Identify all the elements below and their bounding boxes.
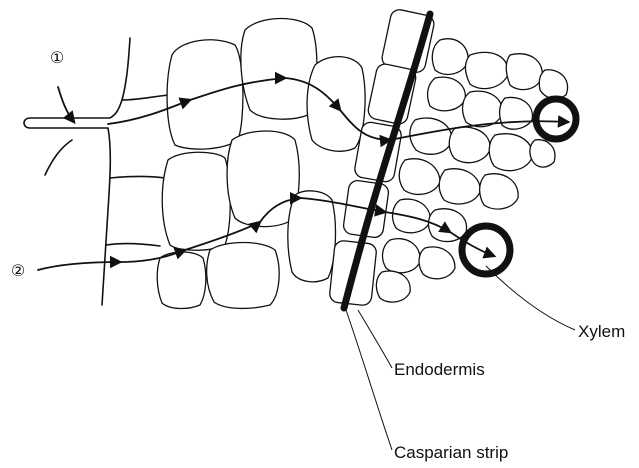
path-one-label: ① xyxy=(50,48,64,67)
xylem-vessel-upper xyxy=(536,99,576,139)
path-one-marker: ① xyxy=(50,48,64,67)
path-two-marker: ② xyxy=(11,261,25,280)
casparian-strip-label: Casparian strip xyxy=(394,443,508,462)
xylem-leader-line xyxy=(486,266,575,330)
casparian-strip-leader-line xyxy=(346,310,392,450)
xylem-vessel-lower xyxy=(462,226,510,274)
path-two-label: ② xyxy=(11,261,25,280)
path-one-entry-arrow xyxy=(58,87,74,122)
epidermis-cells xyxy=(24,38,170,305)
endodermis-leader-line xyxy=(358,310,392,368)
endodermis-label: Endodermis xyxy=(394,360,485,379)
xylem-label: Xylem xyxy=(578,322,625,341)
